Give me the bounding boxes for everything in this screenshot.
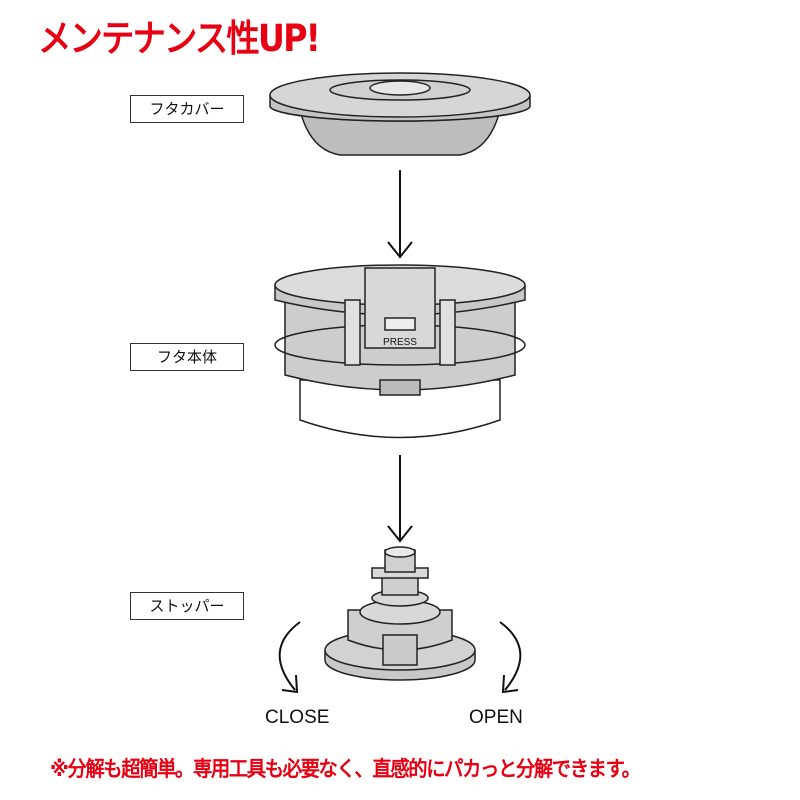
label-stopper: ストッパー (130, 592, 244, 620)
rotate-open-arrow-icon (499, 621, 522, 694)
open-caption: OPEN (469, 707, 523, 728)
down-arrow-icon (387, 170, 413, 259)
label-lid-cover: フタカバー (130, 95, 244, 123)
close-caption: CLOSE (265, 707, 330, 728)
press-stamp: PRESS (383, 337, 417, 348)
headline: メンテナンス性UP! (38, 17, 321, 60)
lid-cover-illustration (269, 72, 531, 156)
stopper-illustration (324, 546, 476, 681)
label-lid-body: フタ本体 (130, 343, 244, 371)
down-arrow-icon (387, 455, 413, 543)
rotate-close-arrow-icon (278, 621, 301, 694)
footnote: ※分解も超簡単。専用工具も必要なく、直感的にパカっと分解できます。 (50, 757, 641, 781)
lid-body-illustration (274, 264, 526, 439)
